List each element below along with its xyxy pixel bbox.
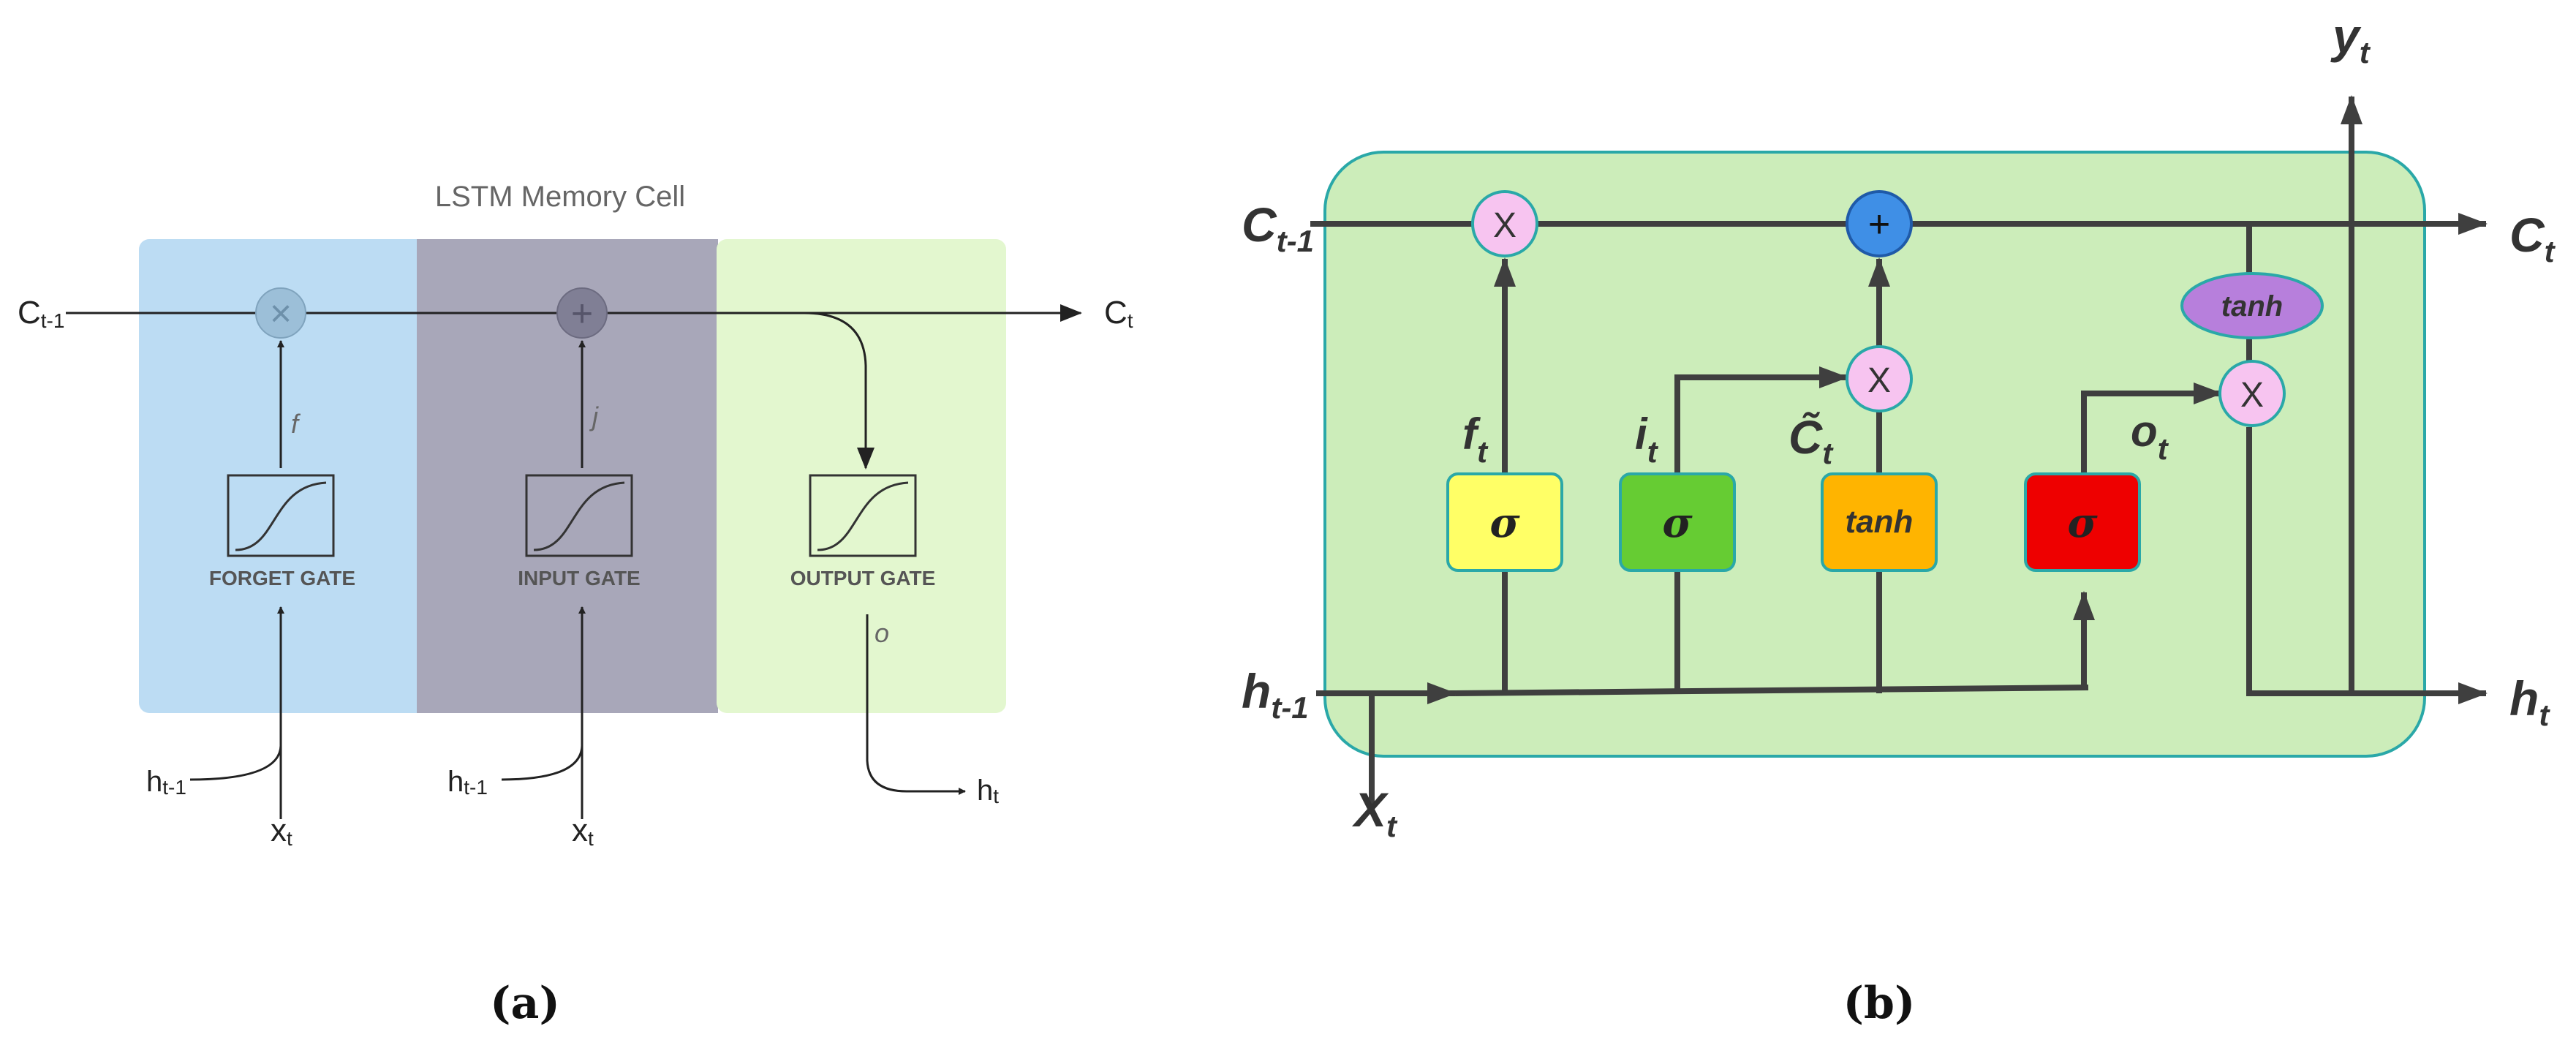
forget-multiply-node [255,287,306,339]
output-multiply-node-b [2218,360,2286,427]
x-in-label-b: Xt [1351,783,1398,843]
cell-state-in-label: Ct-1 [18,295,64,332]
input-add-symbol: + [571,293,593,335]
panel-b-caption: (b) [1843,978,1916,1029]
panel-b: X + X X tanh σ σ tanh σ ft it C̃t ot Ct-… [1242,9,2556,1029]
input-multiply-node-b [1846,345,1913,412]
candidate-box-b [1821,472,1938,572]
h-in-label-b: ht-1 [1242,664,1309,725]
output-gate-box-label-b: σ [2067,499,2098,547]
forget-signal-label-b: ft [1462,410,1489,469]
input-signal-label-b: it [1635,410,1659,469]
tanh-ellipse-b [2180,272,2324,339]
input-multiply-symbol-b: X [1867,361,1891,400]
input-gate-label: INPUT GATE [518,567,640,589]
tanh-ellipse-label-b: tanh [2221,290,2283,323]
forget-multiply-symbol: × [270,293,292,335]
forget-h-in-label: ht-1 [146,766,186,799]
input-add-node [556,287,608,339]
forget-x-in-label: xt [271,813,292,850]
h-out-label: ht [977,774,999,807]
add-node-b [1846,190,1913,257]
output-signal-label-b: ot [2131,407,2169,466]
output-gate-label: OUTPUT GATE [790,567,936,589]
lstm-cell-body [1323,151,2426,758]
output-multiply-symbol-b: X [2240,376,2264,415]
input-gate-box-label-b: σ [1662,499,1693,547]
output-gate-sigmoid-box [809,474,917,557]
candidate-box-label-b: tanh [1846,504,1914,540]
cell-state-out-label: Ct [1104,295,1133,332]
input-h-in-label: ht-1 [447,766,488,799]
c-out-label-b: Ct [2509,208,2556,268]
input-gate-box-b [1619,472,1736,572]
forget-gate-box-b [1446,472,1563,572]
output-signal-label: o [875,618,889,648]
candidate-signal-label-b: C̃t [1789,411,1834,470]
panel-a-caption: (a) [490,978,560,1029]
forget-gate-sigmoid-box [227,474,335,557]
c-in-label-b: Ct-1 [1242,197,1314,258]
forget-gate-box-label-b: σ [1489,499,1520,547]
output-gate-box-b [2024,472,2141,572]
forget-multiply-symbol-b: X [1493,206,1516,245]
input-x-in-label: xt [572,813,594,850]
forget-multiply-node-b [1471,190,1538,257]
cell-title: LSTM Memory Cell [435,181,685,213]
add-symbol-b: + [1868,203,1890,246]
y-out-label-b: yt [2330,9,2371,69]
forget-gate-label: FORGET GATE [209,567,355,589]
input-gate-sigmoid-box [525,474,633,557]
h-out-label-b: ht [2509,671,2550,732]
panel-a: LSTM Memory Cell Ct-1 Ct × + f j FORGET [18,181,1133,1029]
